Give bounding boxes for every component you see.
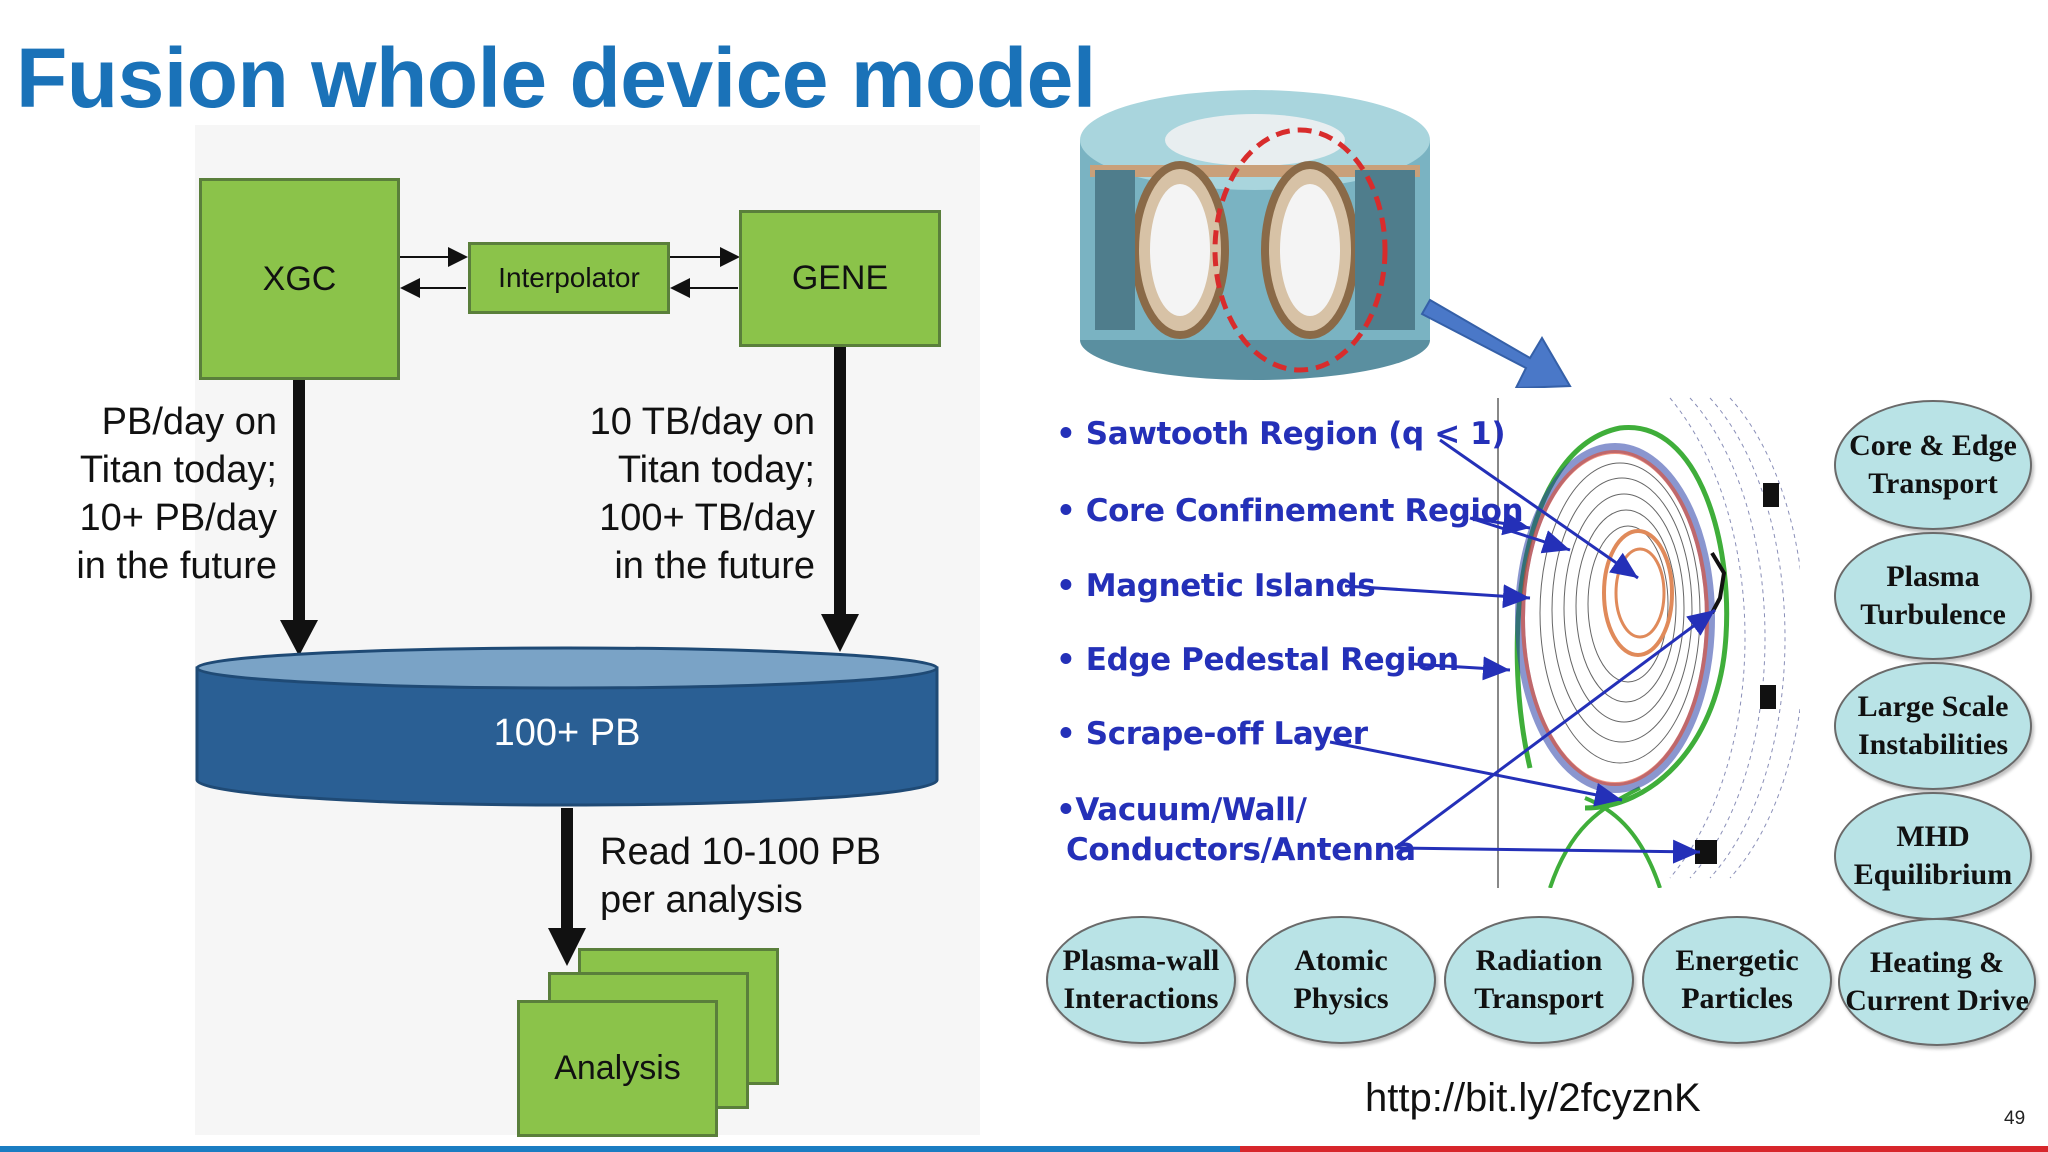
region-sawtooth: • Sawtooth Region (q < 1) xyxy=(1056,416,1506,452)
region-magnetic-islands: • Magnetic Islands xyxy=(1056,568,1376,604)
physics-plasma-turbulence: Plasma Turbulence xyxy=(1834,532,2032,660)
region-vacuum-wall: •Vacuum/Wall/ xyxy=(1056,792,1307,828)
footer-bar-blue xyxy=(0,1146,1240,1152)
storage-cylinder xyxy=(195,646,939,807)
page-title: Fusion whole device model xyxy=(16,31,1096,125)
physics-core-edge-transport: Core & Edge Transport xyxy=(1834,400,2032,530)
xgc-box: XGC xyxy=(199,178,400,380)
gene-rate-text: 10 TB/day on Titan today; 100+ TB/day in… xyxy=(589,401,815,587)
physics-atomic-physics: Atomic Physics xyxy=(1246,916,1436,1044)
read-rate-text: Read 10-100 PB per analysis xyxy=(600,831,881,921)
xgc-rate-text: PB/day on Titan today; 10+ PB/day in the… xyxy=(76,401,277,587)
physics-plasma-wall-interactions: Plasma-wall Interactions xyxy=(1046,916,1236,1044)
page-number: 49 xyxy=(2004,1108,2026,1129)
region-core-confinement: • Core Confinement Region xyxy=(1056,493,1524,529)
callout-arrow xyxy=(1420,298,1572,390)
physics-mhd-equilibrium: MHD Equilibrium xyxy=(1834,792,2032,920)
interpolator-box: Interpolator xyxy=(468,242,670,314)
region-scrape-off: • Scrape-off Layer xyxy=(1056,716,1368,752)
gene-box: GENE xyxy=(739,210,941,347)
physics-radiation-transport: Radiation Transport xyxy=(1444,916,1634,1044)
region-conductors-antenna: Conductors/Antenna xyxy=(1066,832,1416,868)
physics-large-scale-instabilities: Large Scale Instabilities xyxy=(1834,662,2032,790)
source-link[interactable]: http://bit.ly/2fcyznK xyxy=(1365,1076,1701,1120)
physics-heating-current-drive: Heating & Current Drive xyxy=(1838,918,2036,1046)
analysis-box: Analysis xyxy=(517,1000,718,1137)
footer-bar-red xyxy=(1240,1146,2048,1152)
tokamak-illustration xyxy=(1080,90,1430,380)
region-edge-pedestal: • Edge Pedestal Region xyxy=(1056,642,1459,678)
storage-label: 100+ PB xyxy=(493,712,641,754)
physics-energetic-particles: Energetic Particles xyxy=(1642,916,1832,1044)
